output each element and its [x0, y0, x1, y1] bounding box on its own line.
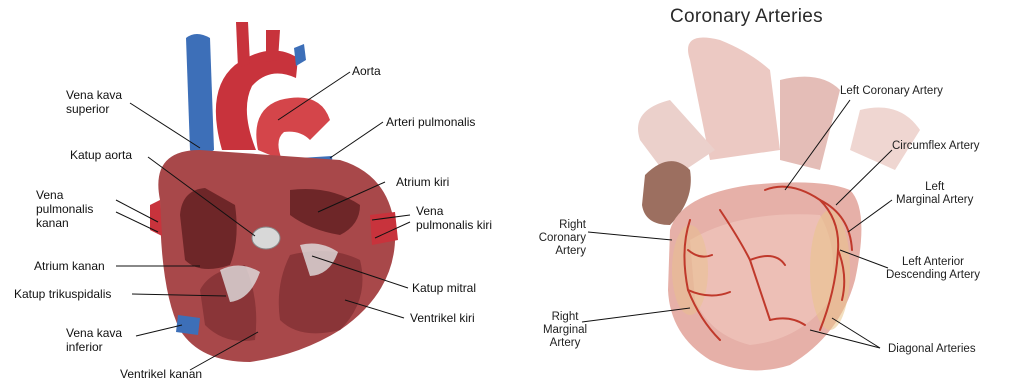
label-arteri-pulmonalis: Arteri pulmonalis	[386, 115, 475, 129]
label-circumflex-artery: Circumflex Artery	[892, 140, 980, 153]
label-ventrikel-kiri: Ventrikel kiri	[410, 311, 475, 325]
label-right-marginal-artery: Right Marginal Artery	[532, 311, 598, 350]
label-ventrikel-kanan: Ventrikel kanan	[120, 367, 202, 381]
label-left-anterior-descending-artery: Left Anterior Descending Artery	[886, 256, 980, 282]
label-right-coronary-artery: Right Coronary Artery	[520, 219, 586, 258]
label-vena-kava-superior: Vena kava superior	[66, 88, 122, 116]
label-katup-aorta: Katup aorta	[70, 148, 132, 162]
inferior-vena-cava-shape	[176, 315, 200, 335]
label-atrium-kanan: Atrium kanan	[34, 259, 105, 273]
label-left-marginal-artery: Left Marginal Artery	[896, 181, 973, 207]
label-left-coronary-artery: Left Coronary Artery	[840, 85, 943, 98]
pulmonary-artery-shape	[256, 98, 330, 161]
label-katup-mitral: Katup mitral	[412, 281, 476, 295]
label-diagonal-arteries: Diagonal Arteries	[888, 343, 976, 356]
heart-anatomy-panel: Aorta Vena kava superior Arteri pulmonal…	[0, 0, 520, 383]
label-vena-pulmonalis-kiri: Vena pulmonalis kiri	[416, 204, 492, 232]
label-atrium-kiri: Atrium kiri	[396, 175, 449, 189]
superior-vena-cava-shape	[186, 34, 214, 155]
label-aorta: Aorta	[352, 64, 381, 78]
label-vena-pulmonalis-kanan: Vena pulmonalis kanan	[36, 188, 93, 230]
label-vena-kava-inferior: Vena kava inferior	[66, 326, 122, 354]
label-katup-trikuspidalis: Katup trikuspidalis	[14, 287, 111, 301]
coronary-arteries-panel: Coronary Arteries	[520, 0, 1025, 383]
aortic-valve-shape	[252, 227, 280, 249]
